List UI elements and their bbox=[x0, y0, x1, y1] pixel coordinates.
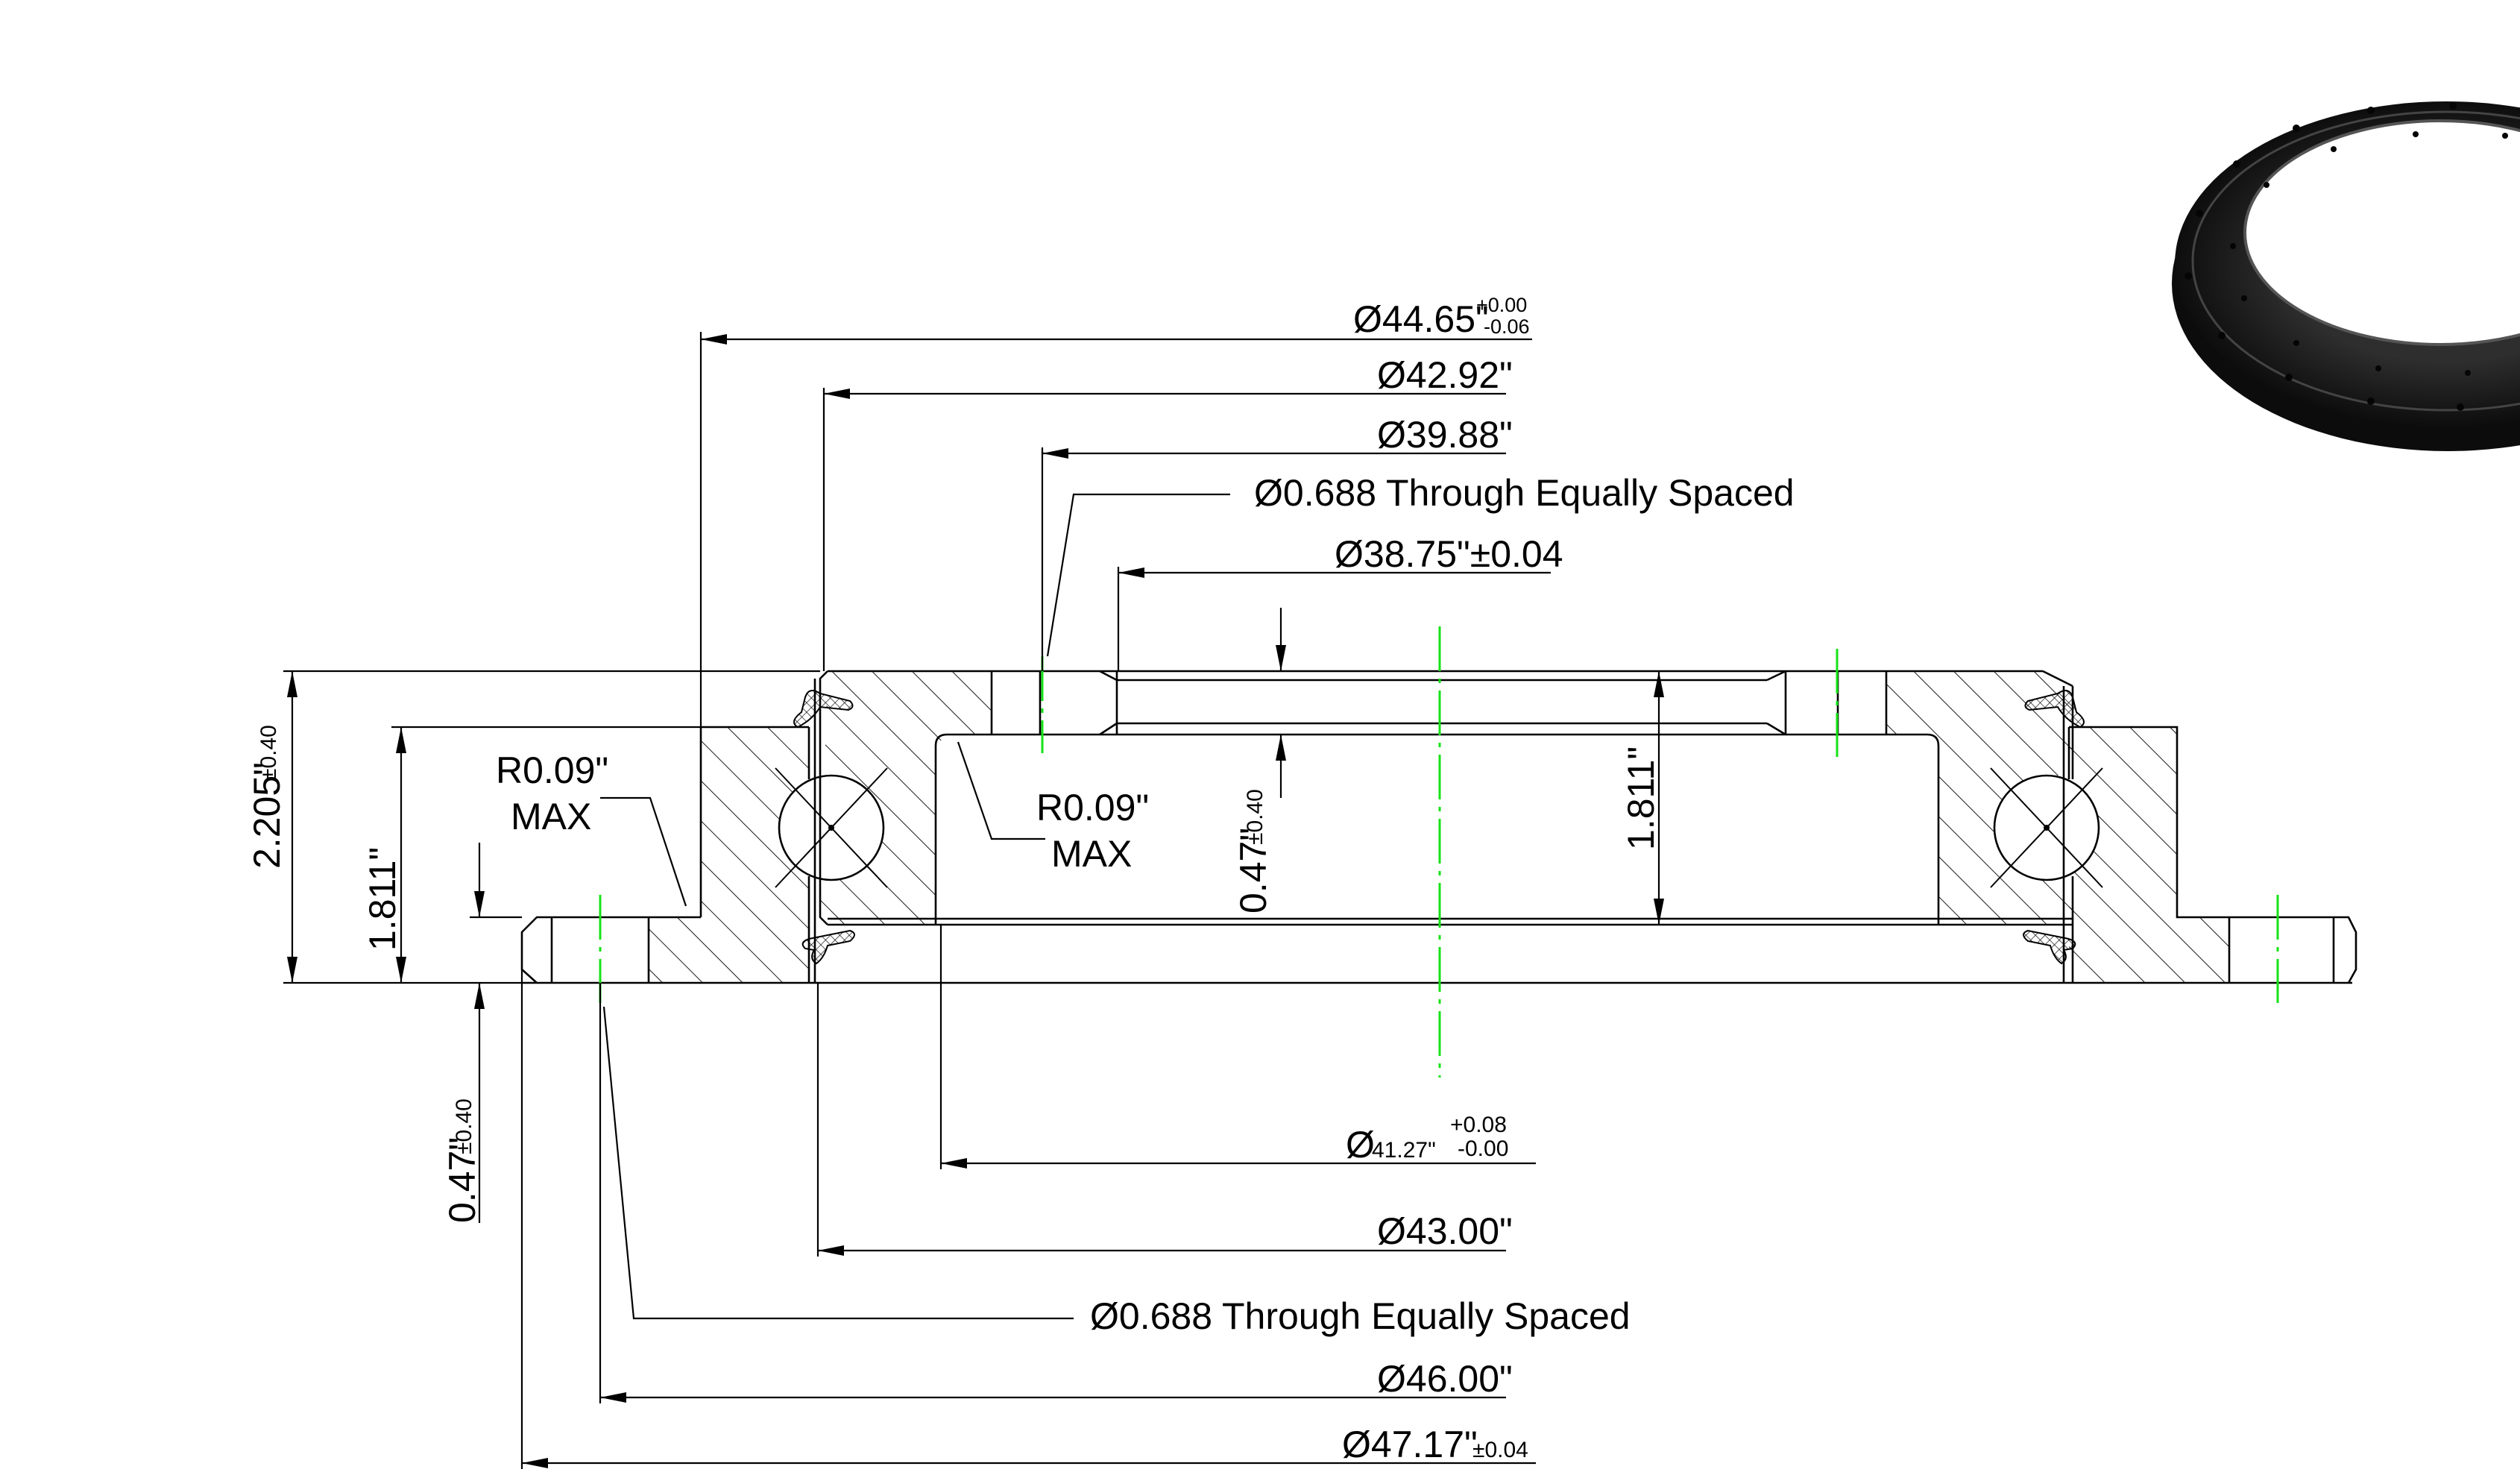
note-radius-outer-line2: MAX bbox=[511, 796, 591, 837]
dim-d44-main: Ø44.65" bbox=[1353, 298, 1489, 340]
dim-d41-tol-lower: -0.00 bbox=[1458, 1136, 1508, 1161]
dim-d42-92: Ø42.92" bbox=[1377, 354, 1513, 396]
seal-bottom-right bbox=[2023, 929, 2076, 965]
note-radius-inner-line2: MAX bbox=[1051, 833, 1132, 875]
dim-flange-thickness-tol: ±0.40 bbox=[452, 1098, 476, 1154]
dim-d41-main: 41.27" bbox=[1372, 1138, 1436, 1163]
dimension-lines-vertical bbox=[283, 608, 1664, 1223]
dim-height-total-tol: ±0.40 bbox=[256, 725, 281, 781]
note-holes-top: Ø0.688 Through Equally Spaced bbox=[1254, 472, 1795, 514]
seal-bottom-left bbox=[801, 929, 855, 965]
dim-inner-ring-height: 1.811" bbox=[1620, 746, 1662, 850]
dim-flange-thickness: 0.47" bbox=[441, 1137, 483, 1223]
dim-d38-75: Ø38.75"±0.04 bbox=[1335, 533, 1563, 575]
seal-top-left bbox=[793, 690, 854, 729]
product-photo bbox=[2172, 101, 2520, 451]
note-radius-outer-line1: R0.09" bbox=[496, 749, 608, 791]
dim-d43-00: Ø43.00" bbox=[1377, 1210, 1513, 1252]
note-holes-bottom: Ø0.688 Through Equally Spaced bbox=[1090, 1295, 1631, 1337]
dimension-lines-bottom bbox=[520, 925, 1536, 1469]
dim-d44-tol-lower: -0.06 bbox=[1484, 315, 1530, 338]
seal-top-right bbox=[2024, 690, 2085, 729]
dimension-labels: Ø44.65" +0.00 -0.06 Ø42.92" Ø39.88" Ø0.6… bbox=[246, 294, 1795, 1465]
ball-left bbox=[775, 767, 888, 888]
dim-height-total: 2.205" bbox=[246, 762, 288, 869]
dim-d46-00: Ø46.00" bbox=[1377, 1358, 1513, 1400]
dim-d47-main: Ø47.17" bbox=[1342, 1424, 1478, 1465]
bearing-cross-section bbox=[520, 670, 2357, 984]
centerlines bbox=[599, 626, 2279, 1078]
dim-d41-tol-upper: +0.08 bbox=[1450, 1113, 1507, 1137]
dim-inner-step: 0.47" bbox=[1232, 828, 1274, 913]
dim-d47-tol: ±0.04 bbox=[1472, 1438, 1528, 1462]
dim-d39-88: Ø39.88" bbox=[1377, 414, 1513, 456]
dim-outer-ring-height: 1.811" bbox=[362, 847, 403, 951]
ball-right bbox=[1990, 767, 2103, 888]
dim-d44-tol-upper: +0.00 bbox=[1476, 294, 1527, 316]
note-radius-inner-line1: R0.09" bbox=[1036, 787, 1149, 828]
dim-inner-step-tol: ±0.40 bbox=[1243, 789, 1267, 845]
dimension-lines-top bbox=[699, 332, 1551, 727]
dim-d41-prefix: Ø bbox=[1346, 1124, 1375, 1166]
